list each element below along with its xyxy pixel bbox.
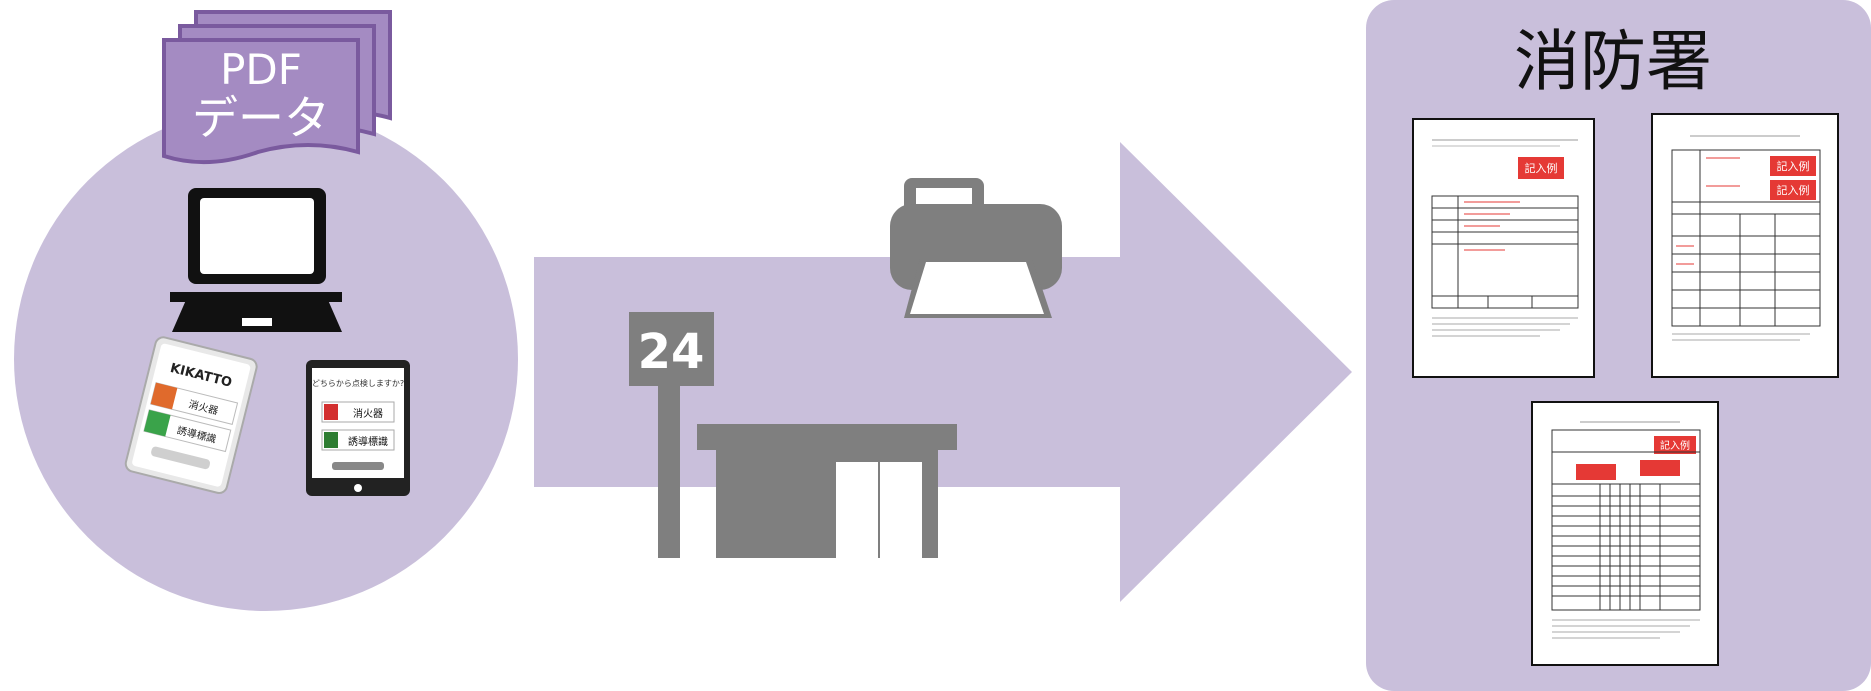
destination-title: 消防署: [1514, 23, 1712, 100]
laptop-icon: [170, 188, 342, 332]
printer-icon: [890, 178, 1062, 318]
pdf-label-line2: データ: [192, 91, 330, 145]
store-sign: 24: [638, 324, 705, 380]
document-1-stamp: 記入例: [1525, 161, 1558, 175]
document-2-stamp-2: 記入例: [1777, 183, 1810, 197]
pdf-label-line1: PDF: [220, 45, 302, 94]
document-2: 記入例 記入例: [1652, 114, 1838, 377]
tablet-button-2: 誘導標識: [348, 435, 388, 448]
tablet-question: どちらから点検しますか?: [312, 378, 404, 388]
tablet-icon: どちらから点検しますか? 消火器 誘導標識: [306, 360, 410, 496]
document-3: 記入例: [1532, 402, 1718, 665]
document-2-stamp-1: 記入例: [1777, 159, 1810, 173]
pdf-stack-icon: PDF データ: [164, 12, 390, 162]
document-1: 記入例: [1413, 119, 1594, 377]
document-3-stamp-1: 記入例: [1660, 439, 1690, 452]
tablet-button-1: 消火器: [353, 407, 383, 420]
devices-circle: [14, 107, 518, 611]
